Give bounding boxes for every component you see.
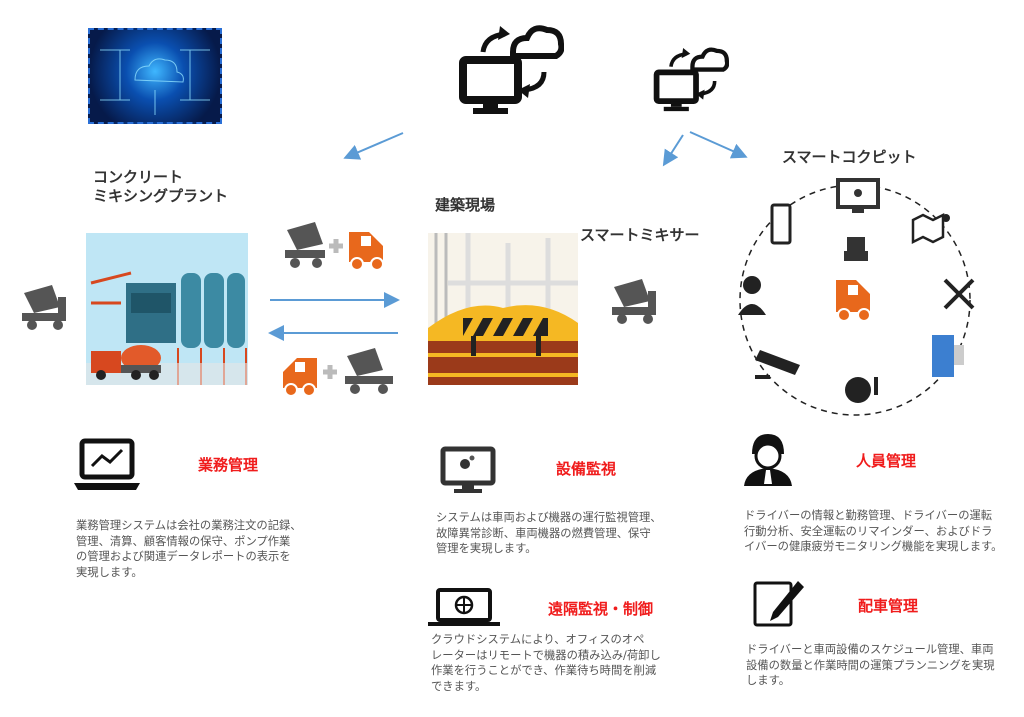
operator-headset-icon xyxy=(738,276,766,315)
desc-line: 業務管理システムは会社の業務注文の記録、 xyxy=(76,519,302,532)
monitor-gear-icon xyxy=(836,178,880,213)
smart-mixer-label: スマートミキサー xyxy=(580,226,700,244)
desc-line: 故障異常診断、車両機器の燃費管理、保守 xyxy=(436,526,651,540)
laptop-globe-icon xyxy=(428,588,500,626)
section-title-dispatch: 配車管理 xyxy=(858,597,919,615)
connector-arrows xyxy=(268,131,748,341)
desc-line: します。 xyxy=(746,674,791,687)
desc-line: レーターはリモートで機器の積み込み/荷卸し xyxy=(431,648,661,662)
smartphone-icon xyxy=(770,203,792,245)
plant-label-line1: コンクリート xyxy=(93,168,184,186)
desc-line: 作業を行うことができ、作業待ち時間を削減 xyxy=(431,664,657,677)
tools-icon xyxy=(943,278,975,310)
laptop-chart-icon xyxy=(74,438,140,490)
orange-truck-icon xyxy=(836,280,871,322)
robot-icon xyxy=(844,237,868,261)
desc-line: 管理を実現します。 xyxy=(436,542,537,555)
section-desc-personnel: ドライバーの情報と勤務管理、ドライバーの運転行動分析、安全運転のリマインダー、お… xyxy=(744,508,1002,555)
truck-plus-mixer-icon xyxy=(283,348,393,397)
mixer-plus-truck-icon xyxy=(285,222,384,271)
cctv-camera-icon xyxy=(755,350,800,379)
section-title-personnel: 人員管理 xyxy=(856,452,917,470)
map-pin-icon xyxy=(911,212,950,245)
monitor-cloud-sync-icon xyxy=(459,25,564,114)
building-icon xyxy=(932,335,964,377)
desc-line: システムは車両および機器の運行監視管理、 xyxy=(436,511,662,524)
desc-line: できます。 xyxy=(431,679,487,693)
pen-edit-icon xyxy=(753,581,804,627)
desc-line: 管理、清算、顧客情報の保守、ポンプ作業 xyxy=(76,534,291,548)
monitor-cloud-sync-small-icon xyxy=(653,47,729,112)
arrow-to-cockpit xyxy=(689,131,748,159)
monitor-gear-icon xyxy=(440,446,496,493)
section-title-business: 業務管理 xyxy=(198,456,259,474)
head-thermometer-icon xyxy=(845,377,878,403)
desc-line: ドライバーの情報と勤務管理、ドライバーの運転 xyxy=(744,509,993,522)
desc-line: クラウドシステムにより、オフィスのオペ xyxy=(431,633,645,646)
arrow-to-mixer xyxy=(662,134,684,167)
desc-line: イバーの健康疲労モニタリング機能を実現します。 xyxy=(744,540,1003,553)
arrow-to-plant xyxy=(343,132,404,160)
desc-line: ドライバーと車両設備のスケジュール管理、車両 xyxy=(746,643,994,656)
person-icon xyxy=(744,434,792,486)
site-label: 建築現場 xyxy=(435,196,496,214)
section-title-equipment: 設備監視 xyxy=(556,460,617,478)
mixer-truck-icon xyxy=(22,285,66,330)
section-title-remote: 遠隔監視・制御 xyxy=(548,600,654,618)
desc-line: 行動分析、安全運転のリマインダー、およびドラ xyxy=(744,524,993,538)
smart-cockpit-ring xyxy=(738,178,975,416)
section-desc-business: 業務管理システムは会社の業務注文の記録、管理、清算、顧客情報の保守、ポンプ作業の… xyxy=(76,518,302,580)
desc-line: 設備の数量と作業時間の運策プランニングを実現 xyxy=(746,658,995,672)
desc-line: の管理および関連データレポートの表示を xyxy=(76,550,291,563)
concrete-plant-illustration xyxy=(86,233,248,385)
plant-label-line2: ミキシングプラント xyxy=(93,187,229,205)
section-desc-equipment: システムは車両および機器の運行監視管理、故障異常診断、車両機器の燃費管理、保守管… xyxy=(436,510,662,557)
section-desc-dispatch: ドライバーと車両設備のスケジュール管理、車両設備の数量と作業時間の運策プランニン… xyxy=(746,642,995,689)
smart-cockpit-label: スマートコクピット xyxy=(782,148,917,166)
section-desc-remote: クラウドシステムにより、オフィスのオペレーターはリモートで機器の積み込み/荷卸し… xyxy=(431,632,661,694)
plant-label: コンクリートミキシングプラント xyxy=(93,168,228,206)
construction-site-illustration xyxy=(428,233,578,385)
smart-mixer-icon xyxy=(612,279,656,324)
desc-line: 実現します。 xyxy=(76,565,143,579)
cloud-technology-image xyxy=(88,28,222,124)
